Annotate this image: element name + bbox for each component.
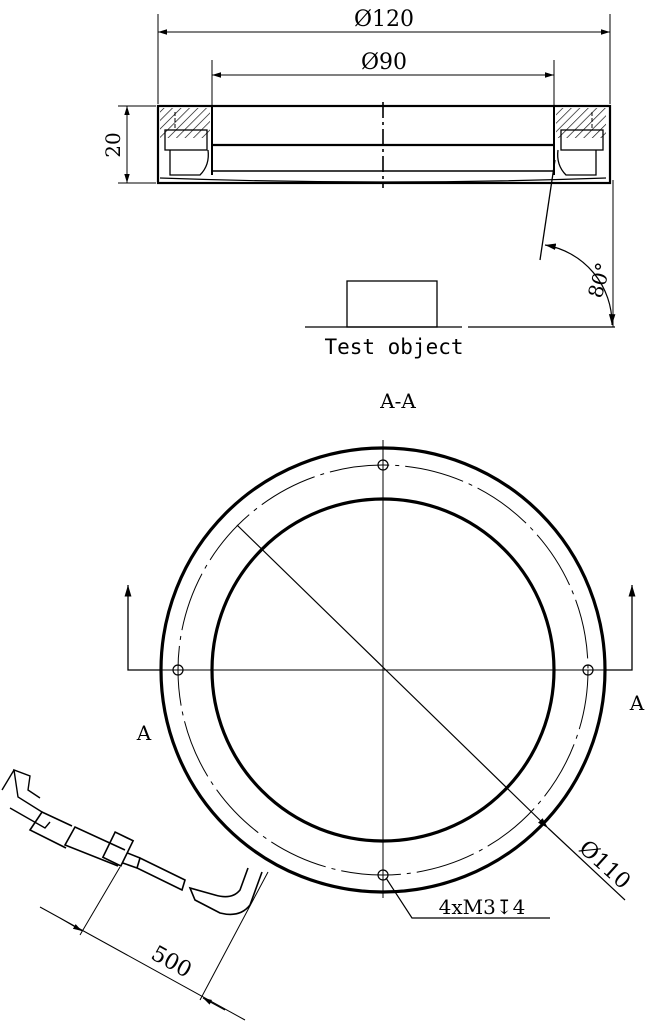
section-label: A-A xyxy=(379,389,416,413)
front-view xyxy=(1,440,636,1021)
side-view xyxy=(118,14,616,328)
test-object xyxy=(346,280,438,328)
hole-callout-label: 4xM3↧4 xyxy=(439,895,526,919)
section-arrow-right xyxy=(606,585,636,671)
test-object-label: Test object xyxy=(324,335,463,359)
cable-length-label: 500 xyxy=(147,941,196,983)
dim-inner-label: Ø90 xyxy=(361,50,407,75)
section-arrow-left xyxy=(124,585,160,671)
angle-arc xyxy=(544,243,616,326)
section-mark-right: A xyxy=(629,691,645,715)
ring-outline xyxy=(156,104,612,185)
dim-outer-label: Ø120 xyxy=(354,7,414,32)
dim-height-label: 20 xyxy=(101,132,125,157)
mounting-holes xyxy=(172,459,594,881)
bolt-circle-label: Ø110 xyxy=(574,836,635,895)
section-mark-left: A xyxy=(136,721,152,745)
